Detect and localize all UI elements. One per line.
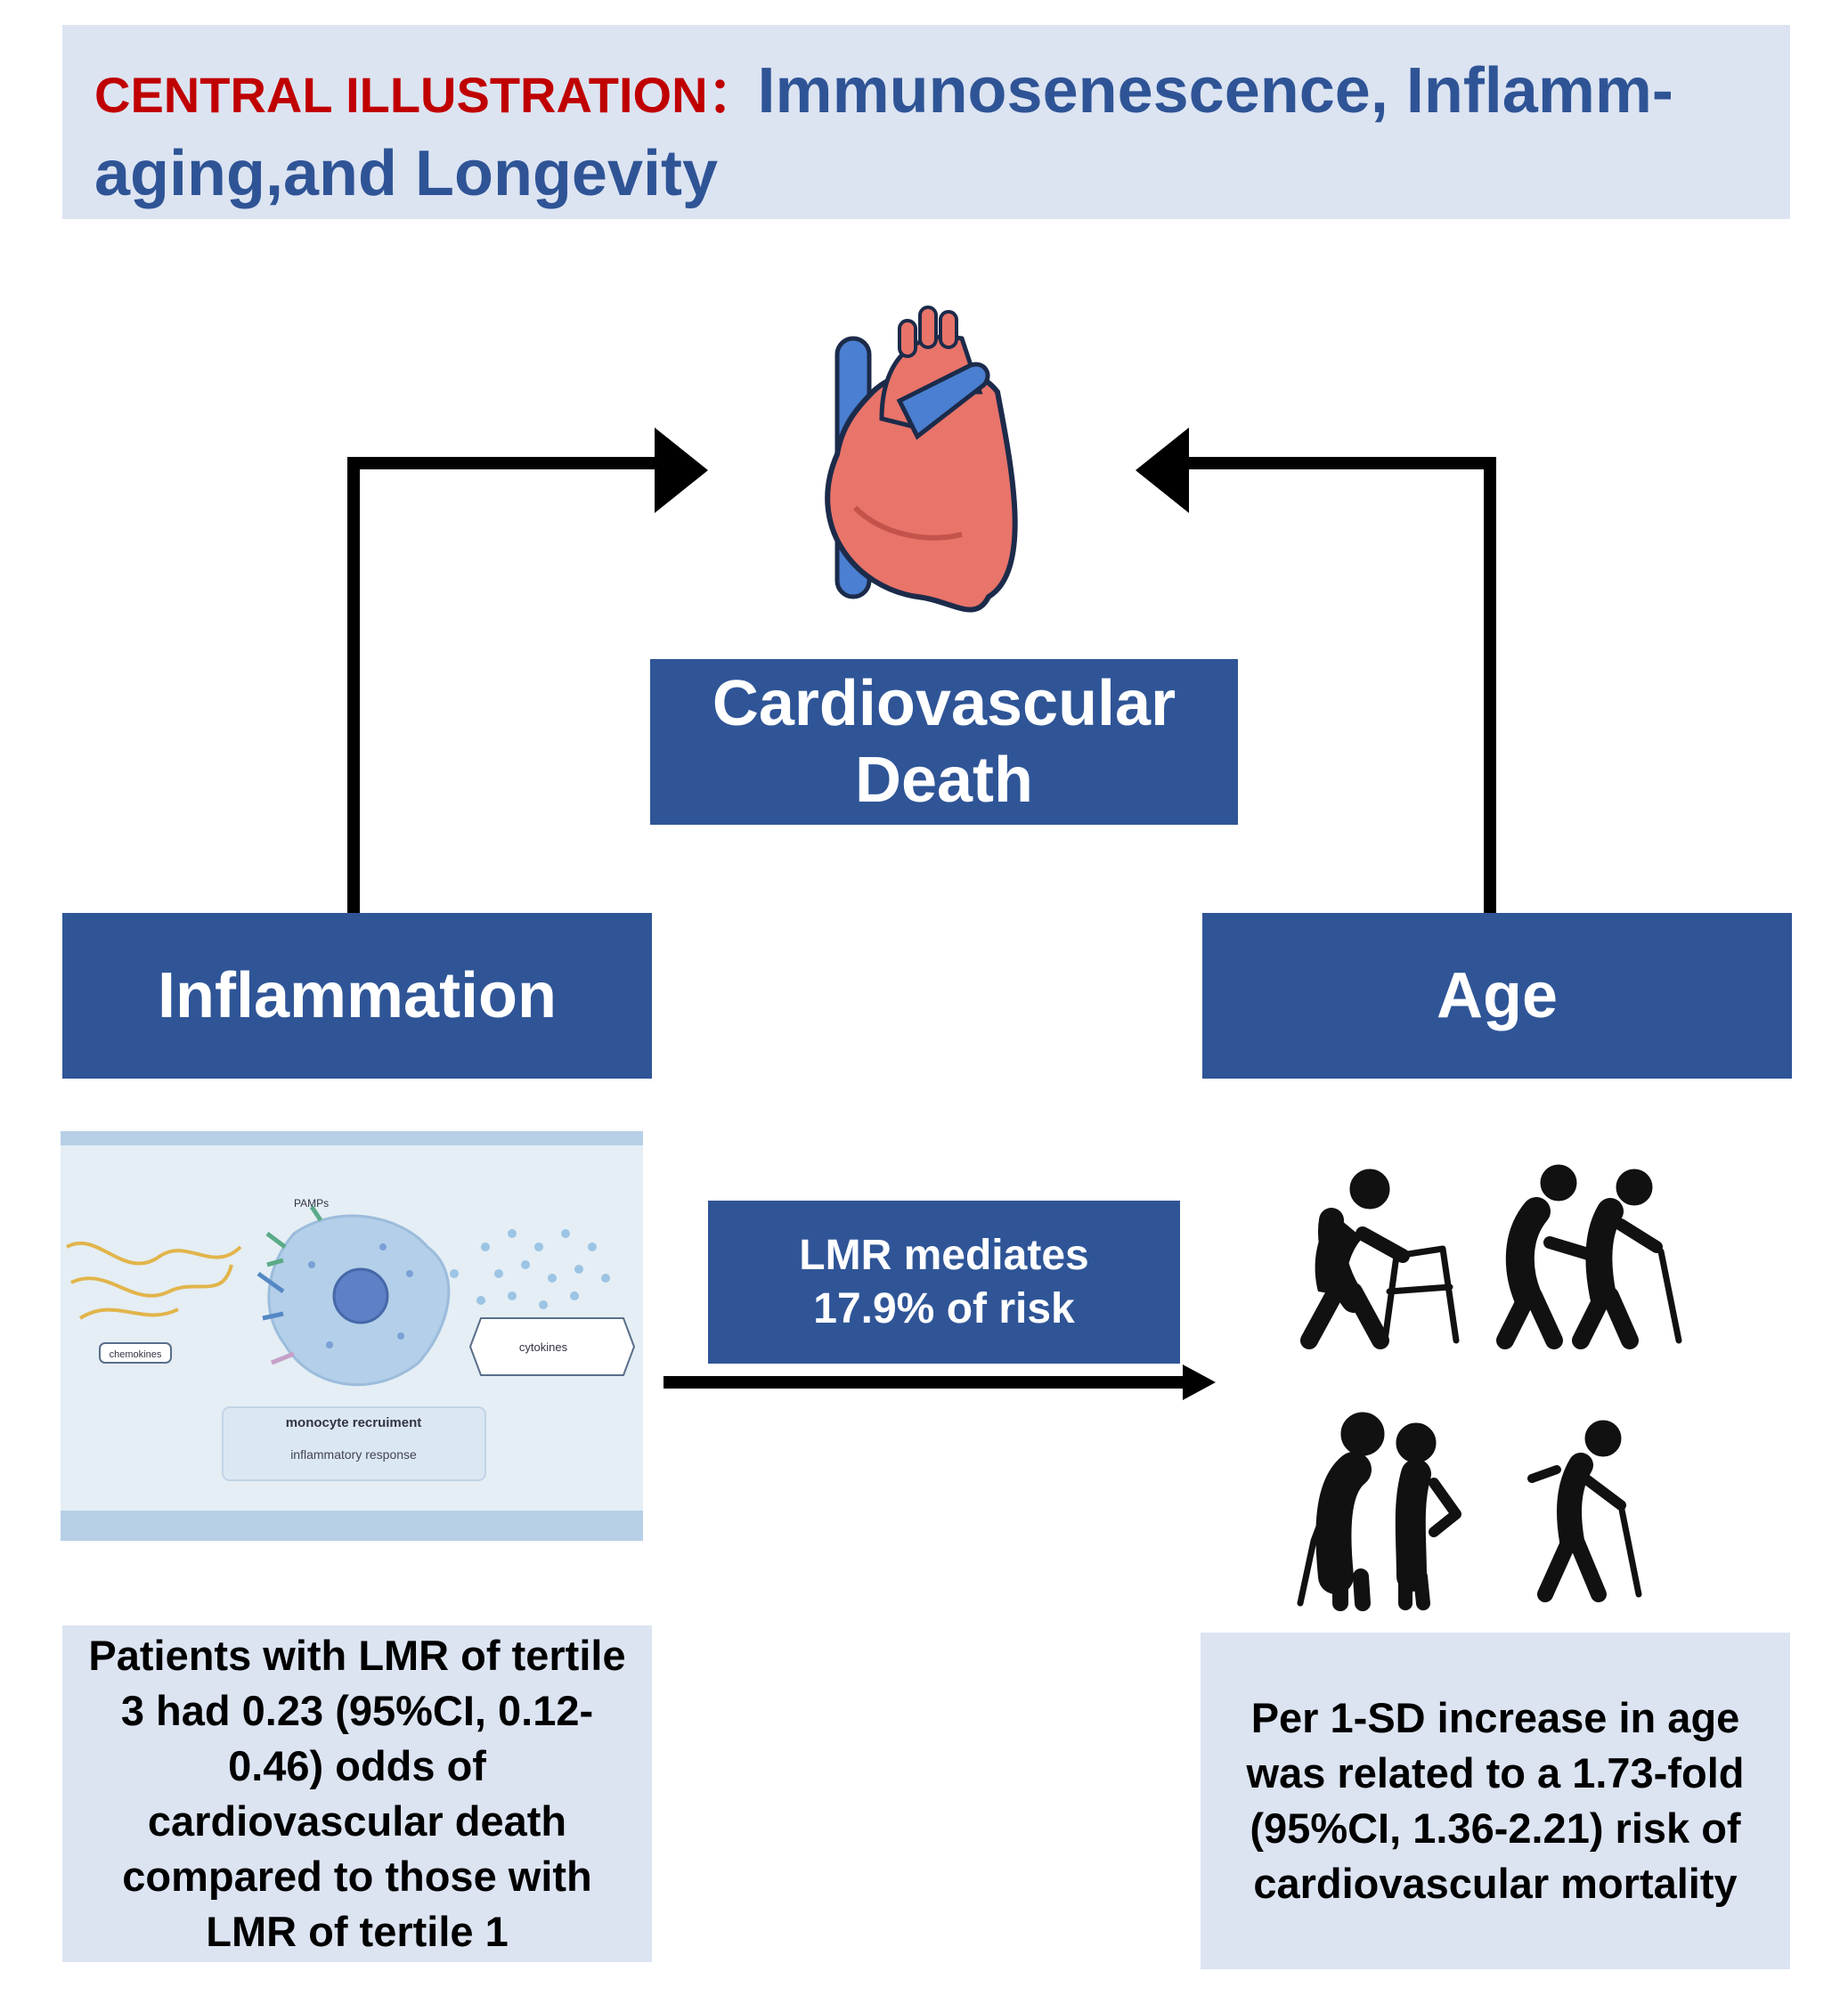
- age-finding-box: Per 1-SD increase in age was related to …: [1201, 1633, 1790, 1969]
- cytokines-label: cytokines: [519, 1340, 568, 1354]
- mediation-arrow: [663, 1365, 1216, 1400]
- monocyte-label: monocyte recruiment: [286, 1415, 422, 1430]
- elderly-walker-icon: [1300, 1169, 1460, 1349]
- elderly-couple-icon: [1297, 1412, 1461, 1611]
- cardiovascular-death-box: Cardiovascular Death: [650, 659, 1238, 825]
- title-line-2: aging,and Longevity: [94, 138, 719, 209]
- inflammation-to-death-arrow: [347, 428, 708, 913]
- title-banner: CENTRAL ILLUSTRATION：Immunosenescence, I…: [62, 25, 1790, 219]
- lmr-finding-box: Patients with LMR of tertile 3 had 0.23 …: [62, 1625, 652, 1962]
- mediation-line-2: 17.9% of risk: [813, 1284, 1075, 1332]
- lmr-finding-text: Patients with LMR of tertile 3 had 0.23 …: [88, 1632, 626, 1955]
- elderly-cane-icon: [1527, 1420, 1642, 1602]
- lmr-mediation-box: LMR mediates 17.9% of risk: [708, 1201, 1180, 1364]
- heart-icon: [825, 305, 1018, 613]
- inflammation-label: Inflammation: [157, 960, 558, 1031]
- outcome-line-1: Cardiovascular: [712, 668, 1176, 739]
- inflammation-box: Inflammation: [62, 913, 652, 1079]
- chemokines-label: chemokines: [110, 1349, 162, 1360]
- title-prefix: CENTRAL ILLUSTRATION：: [94, 67, 758, 123]
- age-to-death-arrow: [1136, 428, 1496, 913]
- age-finding-text: Per 1-SD increase in age was related to …: [1246, 1694, 1745, 1907]
- outcome-line-2: Death: [854, 745, 1034, 816]
- title-line-1: CENTRAL ILLUSTRATION：Immunosenescence, I…: [94, 52, 1758, 134]
- elderly-assisted-icon: [1496, 1164, 1682, 1349]
- title-main: Immunosenescence, Inflamm-: [757, 55, 1673, 126]
- response-label: inflammatory response: [290, 1447, 417, 1462]
- mediation-line-1: LMR mediates: [799, 1231, 1089, 1279]
- pamps-label: PAMPs: [294, 1197, 329, 1210]
- age-box: Age: [1202, 913, 1792, 1079]
- age-label: Age: [1436, 960, 1559, 1031]
- monocyte-cell-illustration: PAMPs cytokines chemokines monocyte recr…: [61, 1131, 643, 1541]
